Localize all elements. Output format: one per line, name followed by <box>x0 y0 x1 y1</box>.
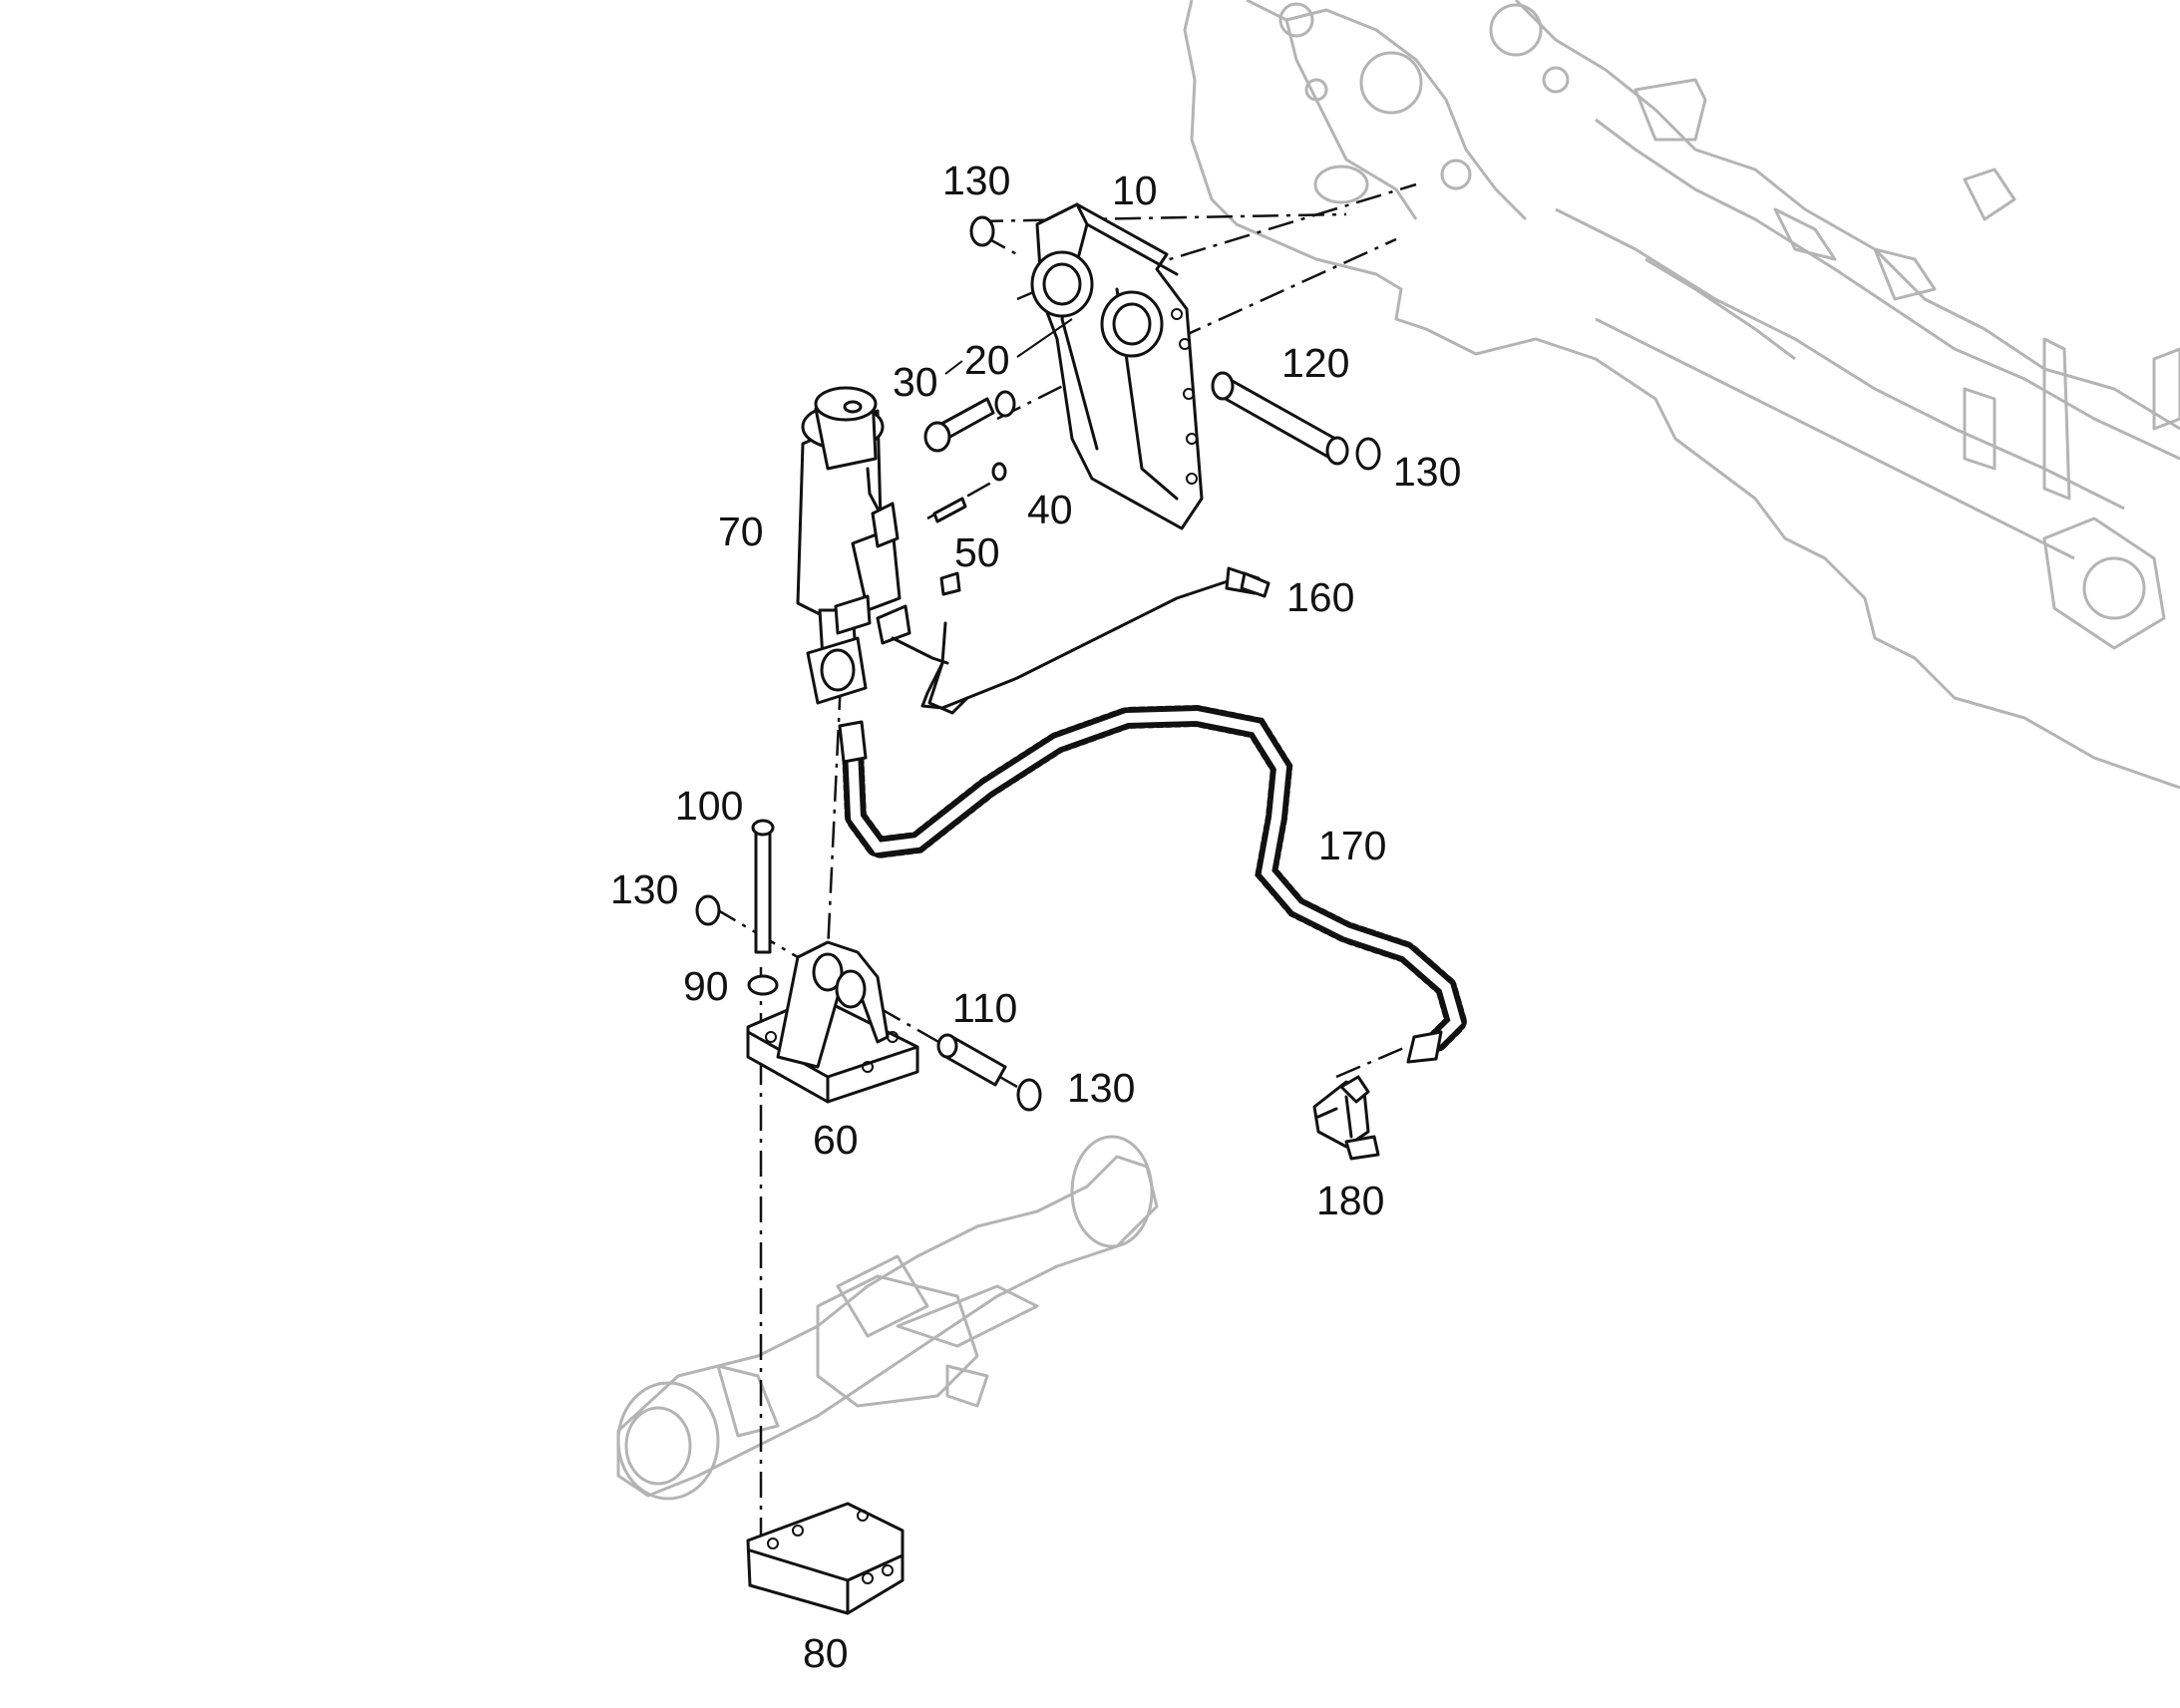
axle-ghost <box>616 1135 1159 1501</box>
callout-130-left: 130 <box>610 866 678 912</box>
callout-100: 100 <box>675 783 743 829</box>
leader-lines <box>944 318 1073 375</box>
part-130-ring-left <box>695 894 721 926</box>
callout-170: 170 <box>1318 823 1386 868</box>
part-70-cylinder <box>796 386 911 705</box>
part-10-bracket <box>1030 202 1204 530</box>
callout-180: 180 <box>1316 1178 1384 1223</box>
callout-130-top: 130 <box>942 158 1010 203</box>
part-180-fitting <box>1312 1075 1380 1161</box>
part-40-washer <box>991 462 1007 482</box>
callout-130-bottom: 130 <box>1067 1065 1135 1111</box>
part-30-washer <box>994 390 1016 418</box>
callout-80: 80 <box>803 1630 849 1676</box>
part-90-washer <box>747 974 779 996</box>
part-130-ring-top <box>969 215 995 247</box>
part-80-plate <box>746 1502 905 1615</box>
callout-30: 30 <box>893 359 938 405</box>
callout-40: 40 <box>1027 487 1073 532</box>
callout-160: 160 <box>1286 574 1354 620</box>
callouts: 130 10 20 30 120 130 40 70 50 160 100 17… <box>610 158 1461 1676</box>
part-100-bolt <box>751 819 775 954</box>
part-110-pin <box>936 1033 1007 1087</box>
callout-110: 110 <box>952 985 1017 1031</box>
part-130-ring-bottom <box>1016 1078 1042 1112</box>
callout-60: 60 <box>813 1117 859 1163</box>
callout-90: 90 <box>683 963 729 1009</box>
part-170-hose <box>838 704 1469 1064</box>
callout-10: 10 <box>1112 168 1158 213</box>
callout-130-pin: 130 <box>1393 449 1461 495</box>
part-60-base-bracket <box>746 940 919 1104</box>
part-120-pin <box>1211 371 1349 466</box>
callout-70: 70 <box>718 509 764 554</box>
callout-50: 50 <box>954 529 1000 575</box>
part-50-screw <box>932 497 967 523</box>
vehicle-frame-ghost <box>1183 0 2180 790</box>
part-160-cable <box>891 566 1271 715</box>
callout-120: 120 <box>1281 340 1349 386</box>
part-130-ring-right <box>1355 437 1381 471</box>
part-20-bolt <box>923 397 995 453</box>
callout-20: 20 <box>964 337 1010 383</box>
